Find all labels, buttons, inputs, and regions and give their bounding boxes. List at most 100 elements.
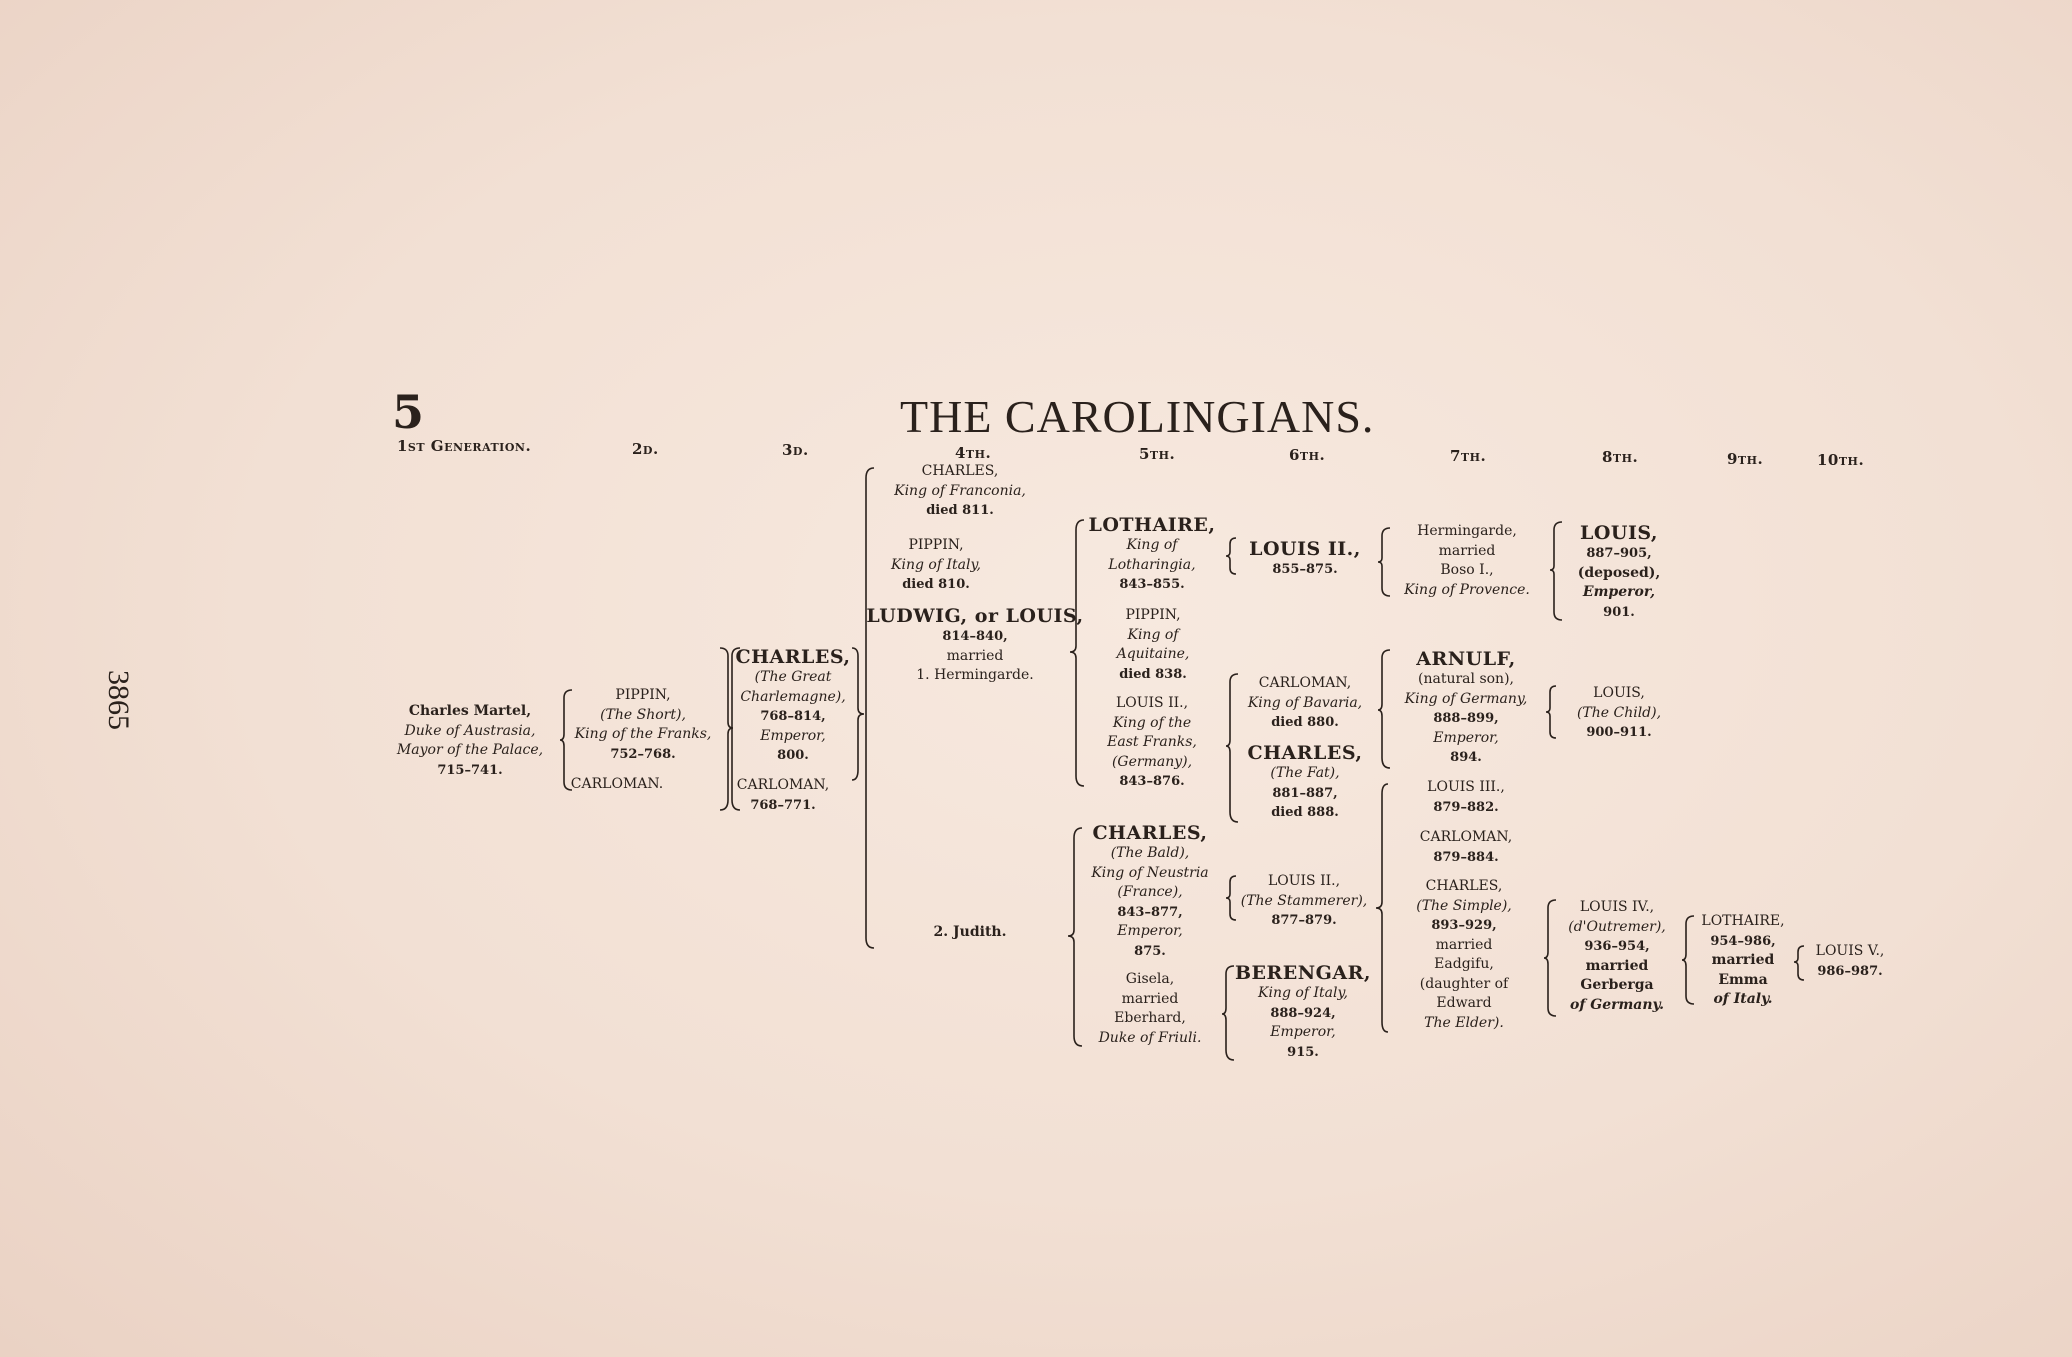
person-title: King of Italy, (891, 556, 981, 573)
person-detail: Eadgifu, (1434, 956, 1494, 972)
person-detail: married (1435, 936, 1493, 953)
person-title: Emperor, (1582, 584, 1656, 600)
person-title: (The Child), (1576, 704, 1662, 721)
person-dates: 715–741. (437, 762, 503, 778)
bracket (1543, 898, 1558, 1018)
person-title: Emperor, (1433, 729, 1499, 746)
person-title: (The Simple), (1416, 897, 1512, 914)
person-title: (Germany), (1111, 753, 1193, 770)
header-generation-9: 9th. (1727, 450, 1764, 468)
person-title: The Elder). (1424, 1014, 1504, 1031)
person-dates: 879–882. (1433, 799, 1499, 815)
person-louis-the-stammerer: LOUIS II., (The Stammerer), 877–879. (1241, 872, 1368, 931)
person-title: King of (1127, 626, 1179, 643)
bracket (1681, 914, 1696, 1006)
person-name: CARLOMAN, (1419, 829, 1513, 845)
person-louis-v: LOUIS V., 986–987. (1816, 942, 1885, 981)
person-detail: married (1438, 542, 1496, 559)
person-lothaire-lotharingia: LOTHAIRE, King of Lotharingia, 843–855. (1088, 514, 1215, 595)
bracket (1549, 520, 1564, 622)
person-dates: 954–986, (1710, 933, 1776, 949)
person-title: (The Great (754, 669, 832, 685)
person-title: King of the Franks, (574, 726, 712, 742)
person-charles-martel: Charles Martel, Duke of Austrasia, Mayor… (397, 702, 543, 780)
person-title: (France), (1117, 884, 1183, 900)
person-name: Hermingarde, (1417, 523, 1517, 539)
person-charles-the-simple: CHARLES, (The Simple), 893–929, married … (1416, 877, 1512, 1033)
person-dates: 877–879. (1271, 913, 1337, 928)
person-detail: 1. Hermingarde. (916, 667, 1034, 683)
person-pippin-italy: PIPPIN, King of Italy, died 810. (891, 536, 981, 595)
person-louis-ii-emperor: LOUIS II., 855–875. (1249, 538, 1361, 580)
person-dates: 900–911. (1586, 725, 1652, 740)
person-name: CHARLES, (921, 463, 999, 479)
bracket (1225, 672, 1240, 824)
person-dates: died 880. (1271, 715, 1339, 730)
person-dates: 986–987. (1817, 963, 1883, 979)
person-dates: 843–877, (1117, 904, 1183, 920)
person-dates: 888–899, (1433, 711, 1499, 726)
header-generation-4: 4th. (955, 444, 992, 462)
person-louis-iii: LOUIS III., 879–882. (1427, 778, 1505, 817)
bracket (860, 466, 876, 950)
person-pippin-the-short: PIPPIN, (The Short), King of the Franks,… (575, 686, 712, 764)
person-title: (The Bald), (1110, 845, 1190, 861)
person-detail: Gerberga (1580, 977, 1654, 993)
person-name: PIPPIN, (615, 687, 671, 703)
person-dates: died 811. (926, 503, 994, 518)
bracket (1221, 964, 1236, 1062)
person-title: of Italy. (1713, 991, 1773, 1007)
person-name: LOUIS IV., (1579, 899, 1655, 915)
person-name: BERENGAR, (1234, 962, 1372, 984)
person-name: CHARLES, (1092, 822, 1208, 844)
person-title: Emperor, (760, 727, 826, 744)
header-generation-3: 3d. (782, 441, 809, 459)
person-name: ARNULF, (1416, 648, 1516, 670)
bracket (1377, 526, 1392, 598)
person-detail: Edward (1436, 995, 1492, 1011)
person-dates: 800. (777, 748, 809, 763)
header-generation-5: 5th. (1139, 445, 1176, 463)
bracket (1225, 874, 1238, 922)
person-title: King of (1126, 537, 1178, 553)
person-title: Emperor, (1270, 1024, 1336, 1040)
person-dates: died 888. (1271, 805, 1339, 820)
bracket (1375, 782, 1390, 1034)
person-dates: 881–887, (1272, 785, 1338, 801)
person-charles-the-fat: CHARLES, (The Fat), 881–887, died 888. (1247, 742, 1362, 823)
person-dates: 894. (1450, 750, 1482, 765)
person-title: (The Stammerer), (1240, 892, 1368, 909)
header-generation-2: 2d. (632, 440, 659, 458)
bracket (1377, 648, 1392, 770)
bracket (851, 646, 866, 782)
page-number: 5 (392, 385, 425, 439)
person-dates: 879–884. (1433, 849, 1499, 865)
person-title: (The Fat), (1270, 765, 1340, 781)
person-detail: married (1121, 990, 1179, 1007)
person-dates: 814–840, (942, 629, 1008, 644)
person-name: Gisela, (1125, 971, 1175, 987)
bracket (1225, 536, 1238, 576)
person-name: CHARLES, (1247, 742, 1363, 764)
person-name: LOUIS II., (1267, 873, 1341, 889)
person-judith: 2. Judith. (934, 923, 1007, 943)
person-title: of Germany. (1570, 996, 1664, 1013)
person-title: Charlemagne), (740, 688, 846, 705)
person-name: LUDWIG, or LOUIS, (866, 605, 1084, 627)
person-dates: 752–768. (610, 746, 676, 762)
side-page-number: 3865 (102, 670, 135, 730)
person-detail: Emma (1718, 971, 1768, 988)
person-title: King of the (1112, 714, 1192, 731)
person-name: LOUIS, (1593, 685, 1645, 701)
person-carloman-bavaria: CARLOMAN, King of Bavaria, died 880. (1248, 674, 1362, 733)
person-dates: 887–905, (1586, 546, 1652, 561)
header-generation-1: 1st Generation. (397, 437, 532, 455)
person-name: CARLOMAN. (570, 776, 664, 792)
person-detail: Boso I., (1440, 562, 1494, 578)
person-title: King of Bavaria, (1247, 694, 1363, 711)
bracket (1545, 684, 1558, 740)
person-louis-the-child: LOUIS, (The Child), 900–911. (1577, 684, 1661, 743)
person-name: CARLOMAN, (1258, 675, 1352, 691)
person-title: Lotharingia, (1108, 556, 1196, 573)
person-name: CHARLES, (1425, 878, 1503, 894)
